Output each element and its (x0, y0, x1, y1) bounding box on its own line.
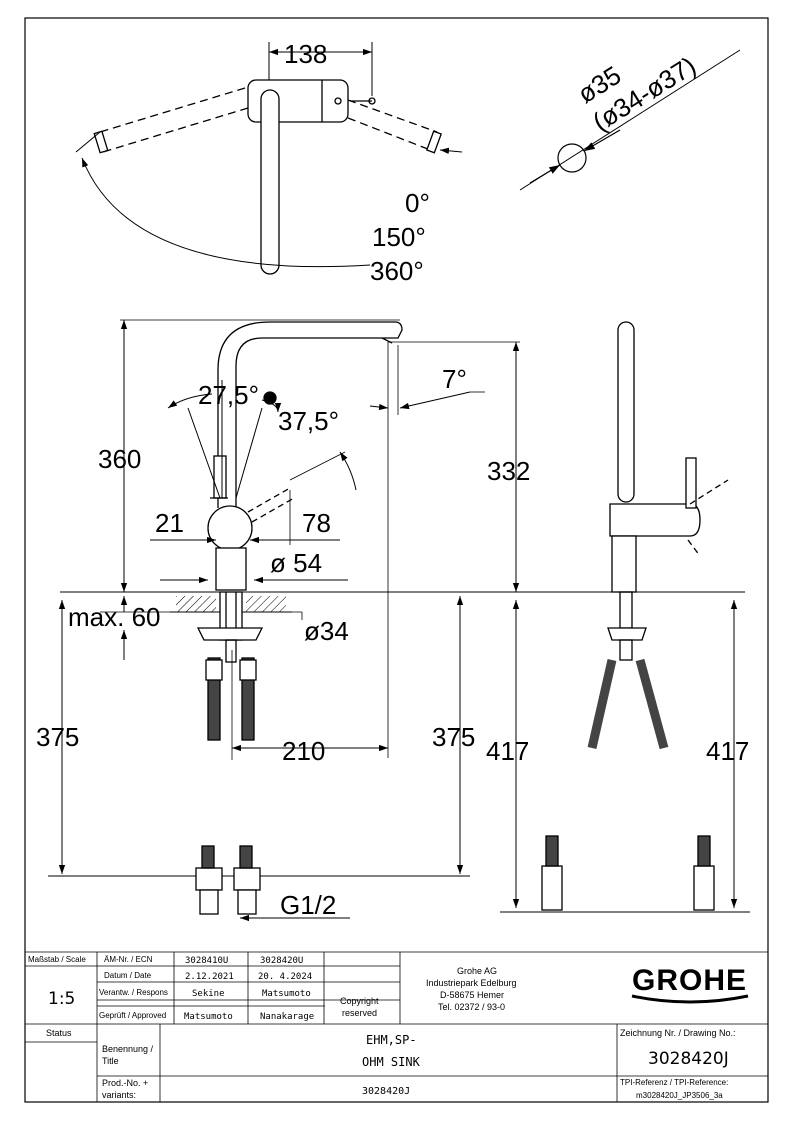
prod-label-2: variants: (102, 1090, 136, 1100)
tpi-label: TPI-Referenz / TPI-Reference: (620, 1078, 728, 1087)
dim-dia-54: ø 54 (270, 548, 322, 578)
tap-body-front (207, 505, 253, 551)
resp-1: Sekine (192, 989, 225, 999)
date-2: 20. 4.2024 (258, 972, 312, 982)
title-label-1: Benennung / (102, 1044, 154, 1054)
angle-27-5: 27,5° (198, 380, 259, 410)
tap-body-top (247, 79, 349, 123)
company-phone: Tel. 02372 / 93-0 (438, 1002, 505, 1012)
title-line-2: OHM SINK (362, 1055, 421, 1069)
front-view (48, 319, 745, 922)
drawing-no-label: Zeichnung Nr. / Drawing No.: (620, 1028, 736, 1038)
dim-375-left: 375 (36, 722, 79, 752)
dim-dia-34: ø34 (304, 616, 349, 646)
angle-0-label: 0° (405, 188, 430, 218)
dim-332: 332 (487, 456, 530, 486)
angle-7: 7° (442, 364, 467, 394)
side-view (500, 321, 750, 913)
dim-210: 210 (282, 736, 325, 766)
date-1: 2.12.2021 (185, 972, 234, 982)
appr-1: Matsumoto (184, 1012, 233, 1022)
grohe-logo-swoosh (631, 994, 749, 1004)
ecn-label: ÄM-Nr. / ECN (104, 955, 153, 964)
ecn-2: 3028420U (260, 956, 303, 966)
dim-max-60: max. 60 (68, 602, 161, 632)
date-label: Datum / Date (104, 971, 152, 980)
angle-37-5: 37,5° (278, 406, 339, 436)
spout-side (617, 321, 635, 503)
copyright-line-2: reserved (342, 1008, 377, 1018)
sheet-border (24, 17, 769, 1103)
copyright-line-1: Copyright (340, 996, 379, 1006)
prod-no: 3028420J (362, 1086, 410, 1097)
top-view (75, 42, 463, 275)
angle-150-label: 150° (372, 222, 426, 252)
grohe-logo: GROHE (632, 964, 747, 997)
tpi-ref: m3028420J_JP3506_3a (636, 1091, 723, 1100)
spout-front (217, 321, 403, 508)
dim-417-right: 417 (706, 736, 749, 766)
appr-label: Geprüft / Approved (99, 1011, 166, 1020)
dim-138: 138 (284, 39, 327, 69)
dim-78: 78 (302, 508, 331, 538)
ecn-1: 3028410U (185, 956, 228, 966)
prod-label-1: Prod.-No. + (102, 1078, 148, 1088)
dim-417-left: 417 (486, 736, 529, 766)
scale-label: Maßstab / Scale (28, 955, 86, 964)
hole-detail (519, 49, 741, 191)
company-name: Grohe AG (457, 966, 497, 976)
spout-top (260, 89, 280, 275)
resp-2: Matsumoto (262, 989, 311, 999)
company-address-2: D-58675 Hemer (440, 990, 504, 1000)
title-label-2: Title (102, 1056, 119, 1066)
thread-g12: G1/2 (280, 890, 336, 920)
company-address-1: Industriepark Edelburg (426, 978, 517, 988)
resp-label: Verantw. / Respons (99, 988, 168, 997)
status-label: Status (46, 1028, 72, 1038)
dim-21: 21 (155, 508, 184, 538)
drawing-no: 3028420J (648, 1049, 729, 1069)
title-line-1: EHM,SP- (366, 1033, 417, 1047)
scale-value: 1:5 (48, 989, 75, 1009)
title-block (25, 951, 768, 1102)
angle-360-label: 360° (370, 256, 424, 286)
appr-2: Nanakarage (260, 1012, 314, 1022)
dim-375-right: 375 (432, 722, 475, 752)
dim-360: 360 (98, 444, 141, 474)
